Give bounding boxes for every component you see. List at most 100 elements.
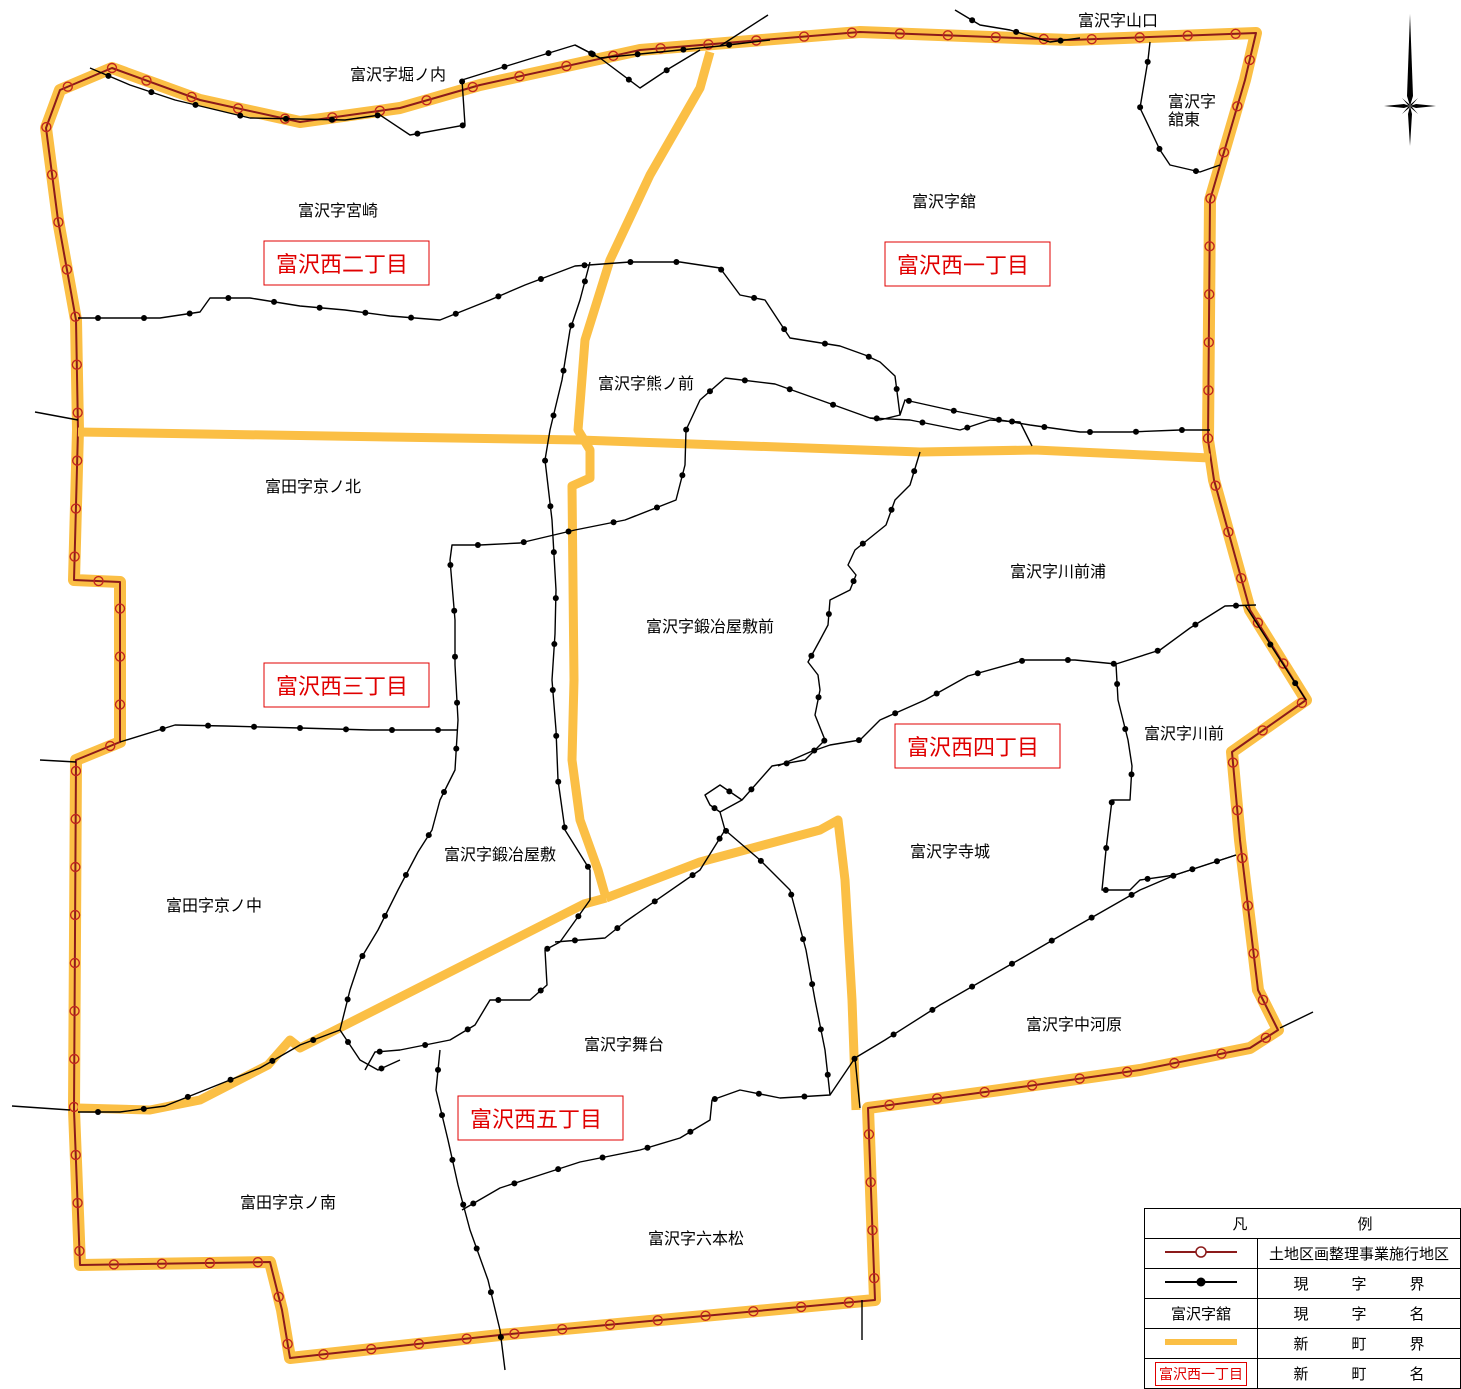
- aza-boundary-marker: [537, 987, 544, 994]
- aza-boundary-marker: [1041, 424, 1048, 431]
- project-area-marker: [1252, 617, 1264, 628]
- aza-boundary-marker: [723, 827, 730, 834]
- aza-boundary-segment: [119, 724, 458, 743]
- old-name-kyononaka: 富田字京ノ中: [166, 896, 262, 915]
- aza-boundary-marker: [581, 262, 588, 269]
- aza-boundary-marker: [929, 1006, 936, 1013]
- legend-row-aza-name: 富沢字舘 現字名: [1144, 1298, 1461, 1329]
- aza-boundary-marker: [1144, 58, 1151, 65]
- aza-boundary-marker: [495, 293, 502, 300]
- aza-boundary-marker: [95, 1109, 101, 1115]
- project-area-marker: [114, 603, 126, 614]
- project-area-marker: [1232, 805, 1243, 816]
- aza-boundary-marker: [1114, 680, 1121, 687]
- aza-boundary-marker: [859, 540, 866, 547]
- project-area-marker: [114, 651, 126, 662]
- project-area-marker: [70, 311, 81, 322]
- project-area-marker: [1216, 1048, 1227, 1059]
- old-name-kajiyashikimae: 富沢字鍛冶屋敷前: [646, 617, 774, 636]
- aza-boundary-marker: [800, 936, 807, 943]
- project-area-marker: [1223, 526, 1234, 538]
- aza-boundary-marker: [892, 710, 899, 717]
- aza-boundary-marker: [460, 1201, 467, 1208]
- aza-boundary-marker: [651, 898, 658, 905]
- aza-boundary-marker: [542, 457, 549, 464]
- legend-sample-new-name: 富沢西一丁目: [1155, 1361, 1247, 1386]
- project-area-marker: [69, 1053, 80, 1065]
- aza-boundary-marker: [1132, 428, 1139, 435]
- aza-boundary-marker: [316, 304, 323, 311]
- project-area-marker: [69, 551, 80, 562]
- aza-boundary-marker: [1122, 726, 1129, 733]
- aza-boundary-marker: [414, 130, 421, 137]
- aza-boundary-marker: [439, 1112, 446, 1119]
- north-arrow-icon: [1384, 14, 1436, 146]
- legend-symbol-new-name: 富沢西一丁目: [1144, 1358, 1258, 1389]
- project-area-marker: [884, 1099, 895, 1111]
- aza-boundary-marker: [969, 17, 976, 24]
- project-area-marker: [894, 28, 906, 39]
- aza-boundary-marker: [751, 294, 758, 301]
- aza-boundary-marker: [571, 937, 578, 944]
- project-area-marker: [71, 359, 83, 370]
- aza-boundary-marker: [821, 737, 828, 744]
- aza-boundary-marker: [1292, 680, 1299, 687]
- project-area-marker: [273, 1291, 284, 1302]
- project-area-marker: [1218, 147, 1230, 158]
- project-area-marker: [1203, 337, 1215, 348]
- project-area-marker: [156, 1258, 168, 1269]
- aza-boundary-marker: [589, 51, 596, 58]
- project-area-marker: [1257, 725, 1268, 736]
- aza-boundary-marker: [1144, 875, 1151, 882]
- aza-boundary-marker: [186, 310, 193, 317]
- aza-boundary-segment: [1101, 663, 1237, 891]
- aza-boundary-marker: [706, 388, 713, 395]
- project-area-marker: [1296, 697, 1308, 709]
- aza-boundary-marker: [359, 952, 366, 959]
- project-area-marker: [604, 1319, 616, 1330]
- project-area-marker: [1230, 28, 1241, 39]
- aza-boundary-segment: [339, 377, 726, 1071]
- project-area-marker: [70, 861, 81, 873]
- project-area-marker: [282, 1338, 293, 1350]
- project-area-marker: [413, 1338, 425, 1350]
- project-area-marker: [461, 1333, 472, 1344]
- legend-row-project-area: 土地区画整理事業施行地区: [1144, 1238, 1461, 1269]
- legend-symbol-aza-boundary: [1144, 1268, 1258, 1299]
- project-area-marker: [41, 121, 52, 133]
- aza-boundary-marker: [781, 326, 788, 333]
- aza-boundary-segment: [78, 1029, 341, 1113]
- aza-boundary-marker: [893, 385, 900, 392]
- aza-boundary-marker: [584, 863, 591, 870]
- aza-boundary-marker: [269, 1057, 276, 1064]
- aza-boundary-marker: [888, 506, 895, 513]
- project-area-marker: [869, 1272, 880, 1284]
- aza-boundary-marker: [808, 652, 815, 659]
- project-area-marker: [1204, 241, 1215, 252]
- aza-boundary-marker: [343, 726, 350, 733]
- new-name-nishi1-frame: [884, 241, 1051, 287]
- aza-boundary-marker: [748, 786, 755, 793]
- new-name-nishi4-frame: [894, 723, 1061, 769]
- aza-boundary-marker: [673, 259, 680, 265]
- aza-boundary-marker: [1192, 621, 1199, 628]
- old-name-terashiro: 富沢字寺城: [910, 842, 990, 861]
- new-name-nishi4: 富沢西四丁目: [907, 736, 1039, 761]
- aza-boundary-marker: [487, 1289, 494, 1296]
- new-name-nishi5: 富沢西五丁目: [470, 1108, 602, 1133]
- aza-boundary-marker: [824, 1071, 831, 1078]
- project-area-marker: [1026, 1080, 1038, 1091]
- aza-boundary-segment: [435, 1049, 506, 1371]
- project-area-marker: [421, 95, 432, 106]
- aza-boundary-marker: [470, 1200, 477, 1207]
- project-area-marker: [204, 1257, 216, 1269]
- old-name-horinouchi: 富沢字堀ノ内: [350, 65, 446, 84]
- aza-boundary-marker: [755, 1090, 762, 1097]
- project-area-marker: [1235, 573, 1247, 584]
- aza-boundary-marker: [726, 788, 733, 795]
- legend-title: 凡 例: [1144, 1208, 1461, 1239]
- project-area-markers: [41, 27, 1308, 1360]
- aza-boundary-marker: [825, 610, 832, 617]
- aza-boundary-marker: [614, 925, 621, 932]
